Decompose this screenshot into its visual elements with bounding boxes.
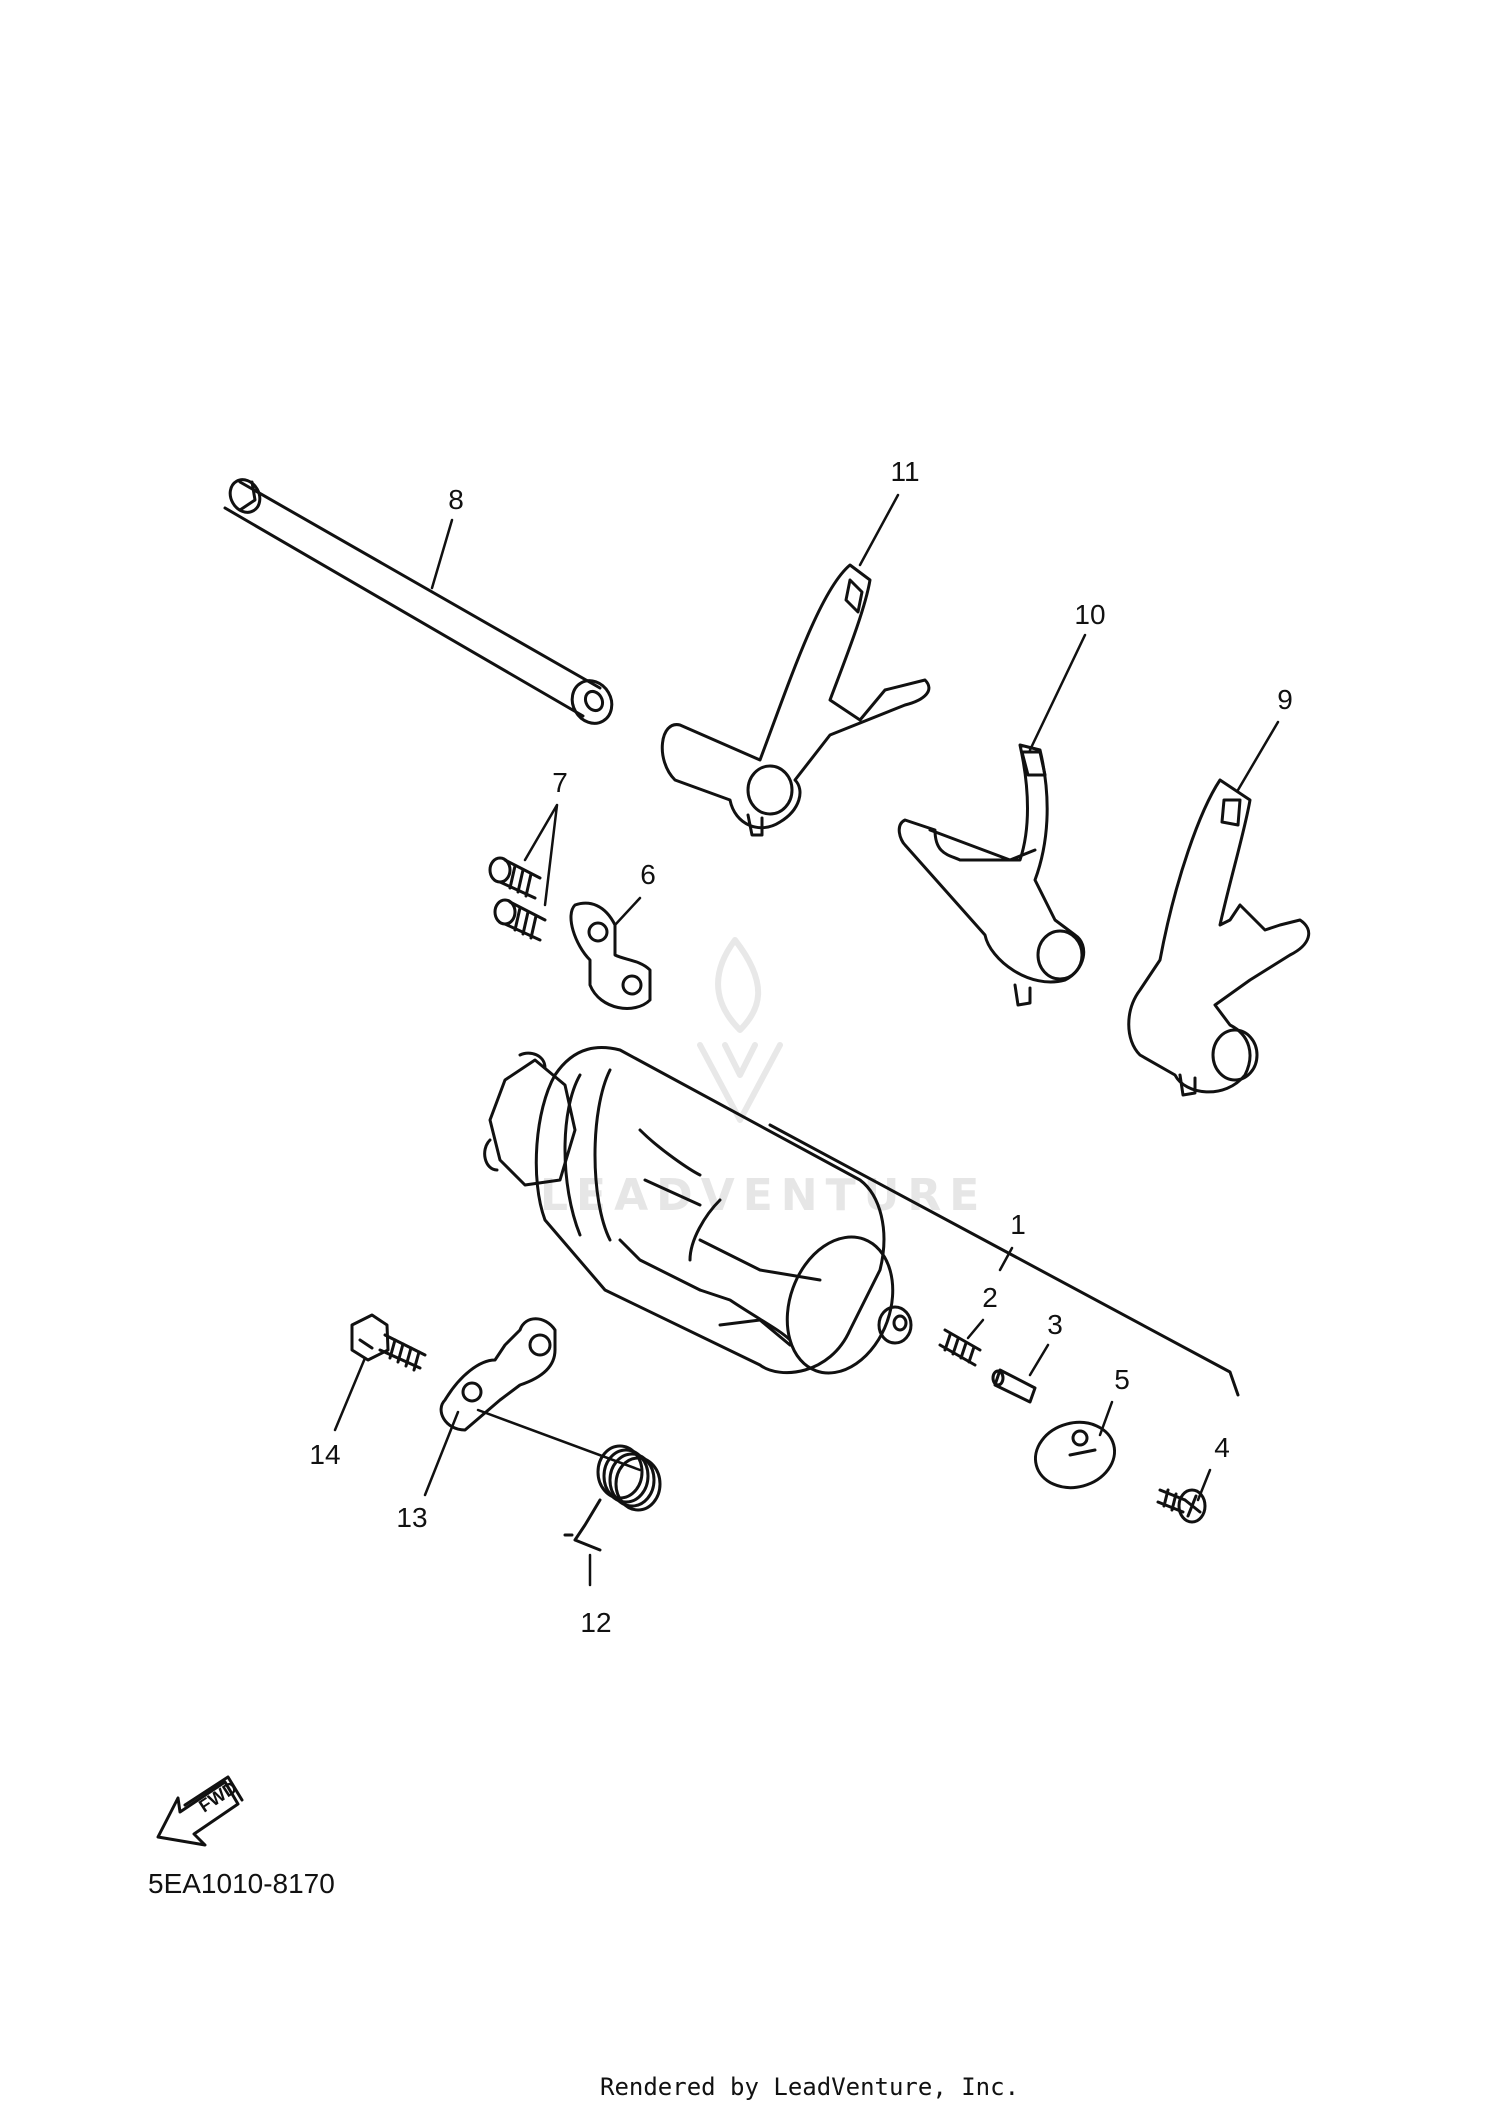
screw-7b (493, 898, 547, 942)
callout-14: 14 (309, 1439, 341, 1470)
screw-4 (1156, 1488, 1207, 1524)
pin-3 (991, 1368, 1037, 1404)
callout-1: 1 (1010, 1209, 1026, 1240)
spring-2 (938, 1328, 982, 1367)
washer-5 (1033, 1420, 1117, 1490)
bolt-14 (350, 1313, 427, 1372)
callout-9: 9 (1277, 684, 1293, 715)
callout-6: 6 (640, 859, 656, 890)
callout-2: 2 (982, 1282, 998, 1313)
shift-drum (483, 1046, 1240, 1397)
callout-11: 11 (890, 456, 920, 487)
shift-fork-11 (660, 563, 931, 837)
leader-lines (333, 493, 1280, 1587)
callout-5: 5 (1114, 1364, 1130, 1395)
torsion-spring-12 (563, 1444, 662, 1552)
fwd-arrow-icon: FWD (156, 1775, 244, 1847)
callout-4: 4 (1214, 1432, 1230, 1463)
watermark-logo-icon (697, 937, 783, 1123)
callout-3: 3 (1047, 1309, 1063, 1340)
callout-7: 7 (552, 767, 568, 798)
shift-fork-9 (1127, 778, 1311, 1097)
screw-7a (488, 856, 542, 900)
shift-fork-shaft (223, 478, 614, 725)
callout-10: 10 (1074, 599, 1106, 630)
callout-8: 8 (448, 484, 464, 515)
stopper-plate-6 (569, 901, 652, 1010)
shift-fork-10 (897, 743, 1086, 1007)
callout-13: 13 (396, 1502, 428, 1533)
stopper-lever-13 (439, 1317, 557, 1432)
diagram-code: 5EA1010-8170 (148, 1868, 335, 1899)
watermark: LEADVENTURE (540, 1170, 988, 1221)
callout-12: 12 (580, 1607, 612, 1638)
render-credit: Rendered by LeadVenture, Inc. (600, 2073, 1020, 2101)
